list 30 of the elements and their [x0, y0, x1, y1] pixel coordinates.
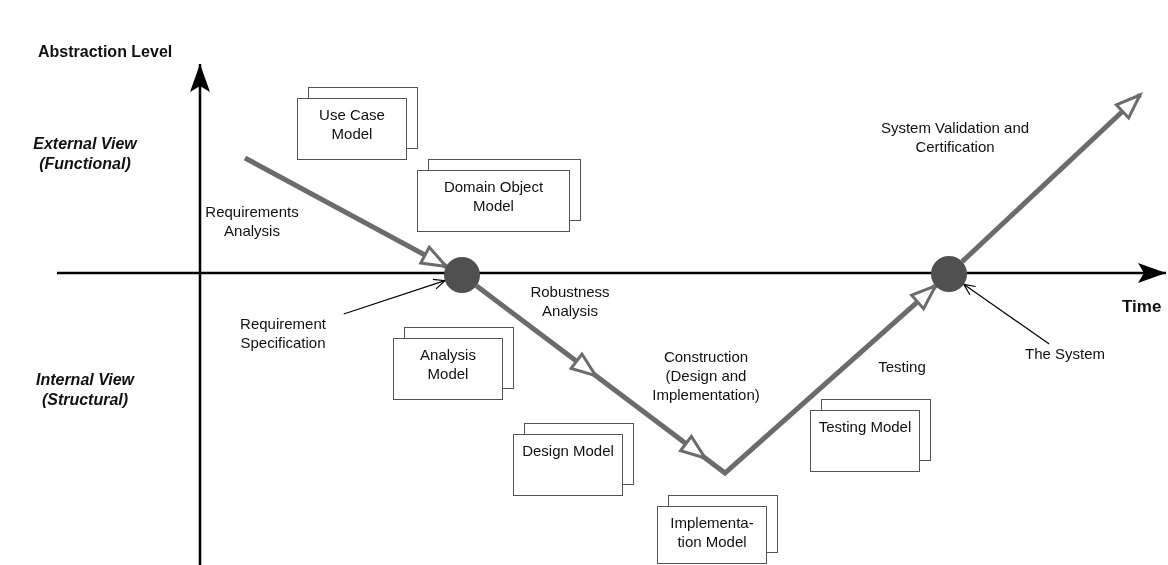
model-name: Domain Object Model: [442, 177, 545, 215]
phase-label: System Validation and Certification: [880, 118, 1030, 156]
milestone-dot: [444, 257, 480, 293]
model-name: Use Case Model: [318, 105, 386, 143]
milestone-dot: [931, 256, 967, 292]
callout-text: Requirement Specification: [220, 314, 346, 352]
model-name: Design Model: [521, 441, 615, 460]
axis-label: Internal View (Structural): [34, 370, 136, 410]
phase-label: Construction (Design and Implementation): [651, 347, 761, 404]
document-stack: [513, 423, 634, 496]
model-name: Analysis Model: [419, 345, 477, 383]
model-name: Testing Model: [817, 417, 913, 436]
leader-line: [343, 278, 446, 315]
model-name: Implementa- tion Model: [669, 513, 755, 551]
axis-label: External View (Functional): [32, 134, 139, 174]
phase-arrow: [474, 283, 938, 477]
phase-label: Testing: [877, 357, 927, 376]
callout-text: The System: [1010, 344, 1120, 363]
document-stack: [393, 327, 514, 400]
document-stack: [297, 87, 418, 160]
document-stack: [417, 159, 581, 232]
phase-arrow: [960, 93, 1142, 264]
axis-label: Abstraction Level: [38, 42, 174, 62]
axis-label: Time: [1122, 296, 1163, 317]
document-stack: [810, 399, 931, 472]
phase-label: Robustness Analysis: [529, 282, 611, 320]
phase-label: Requirements Analysis: [204, 202, 300, 240]
leader-line: [963, 283, 1050, 345]
phase-arrow: [243, 155, 448, 269]
document-stack: [657, 495, 778, 564]
